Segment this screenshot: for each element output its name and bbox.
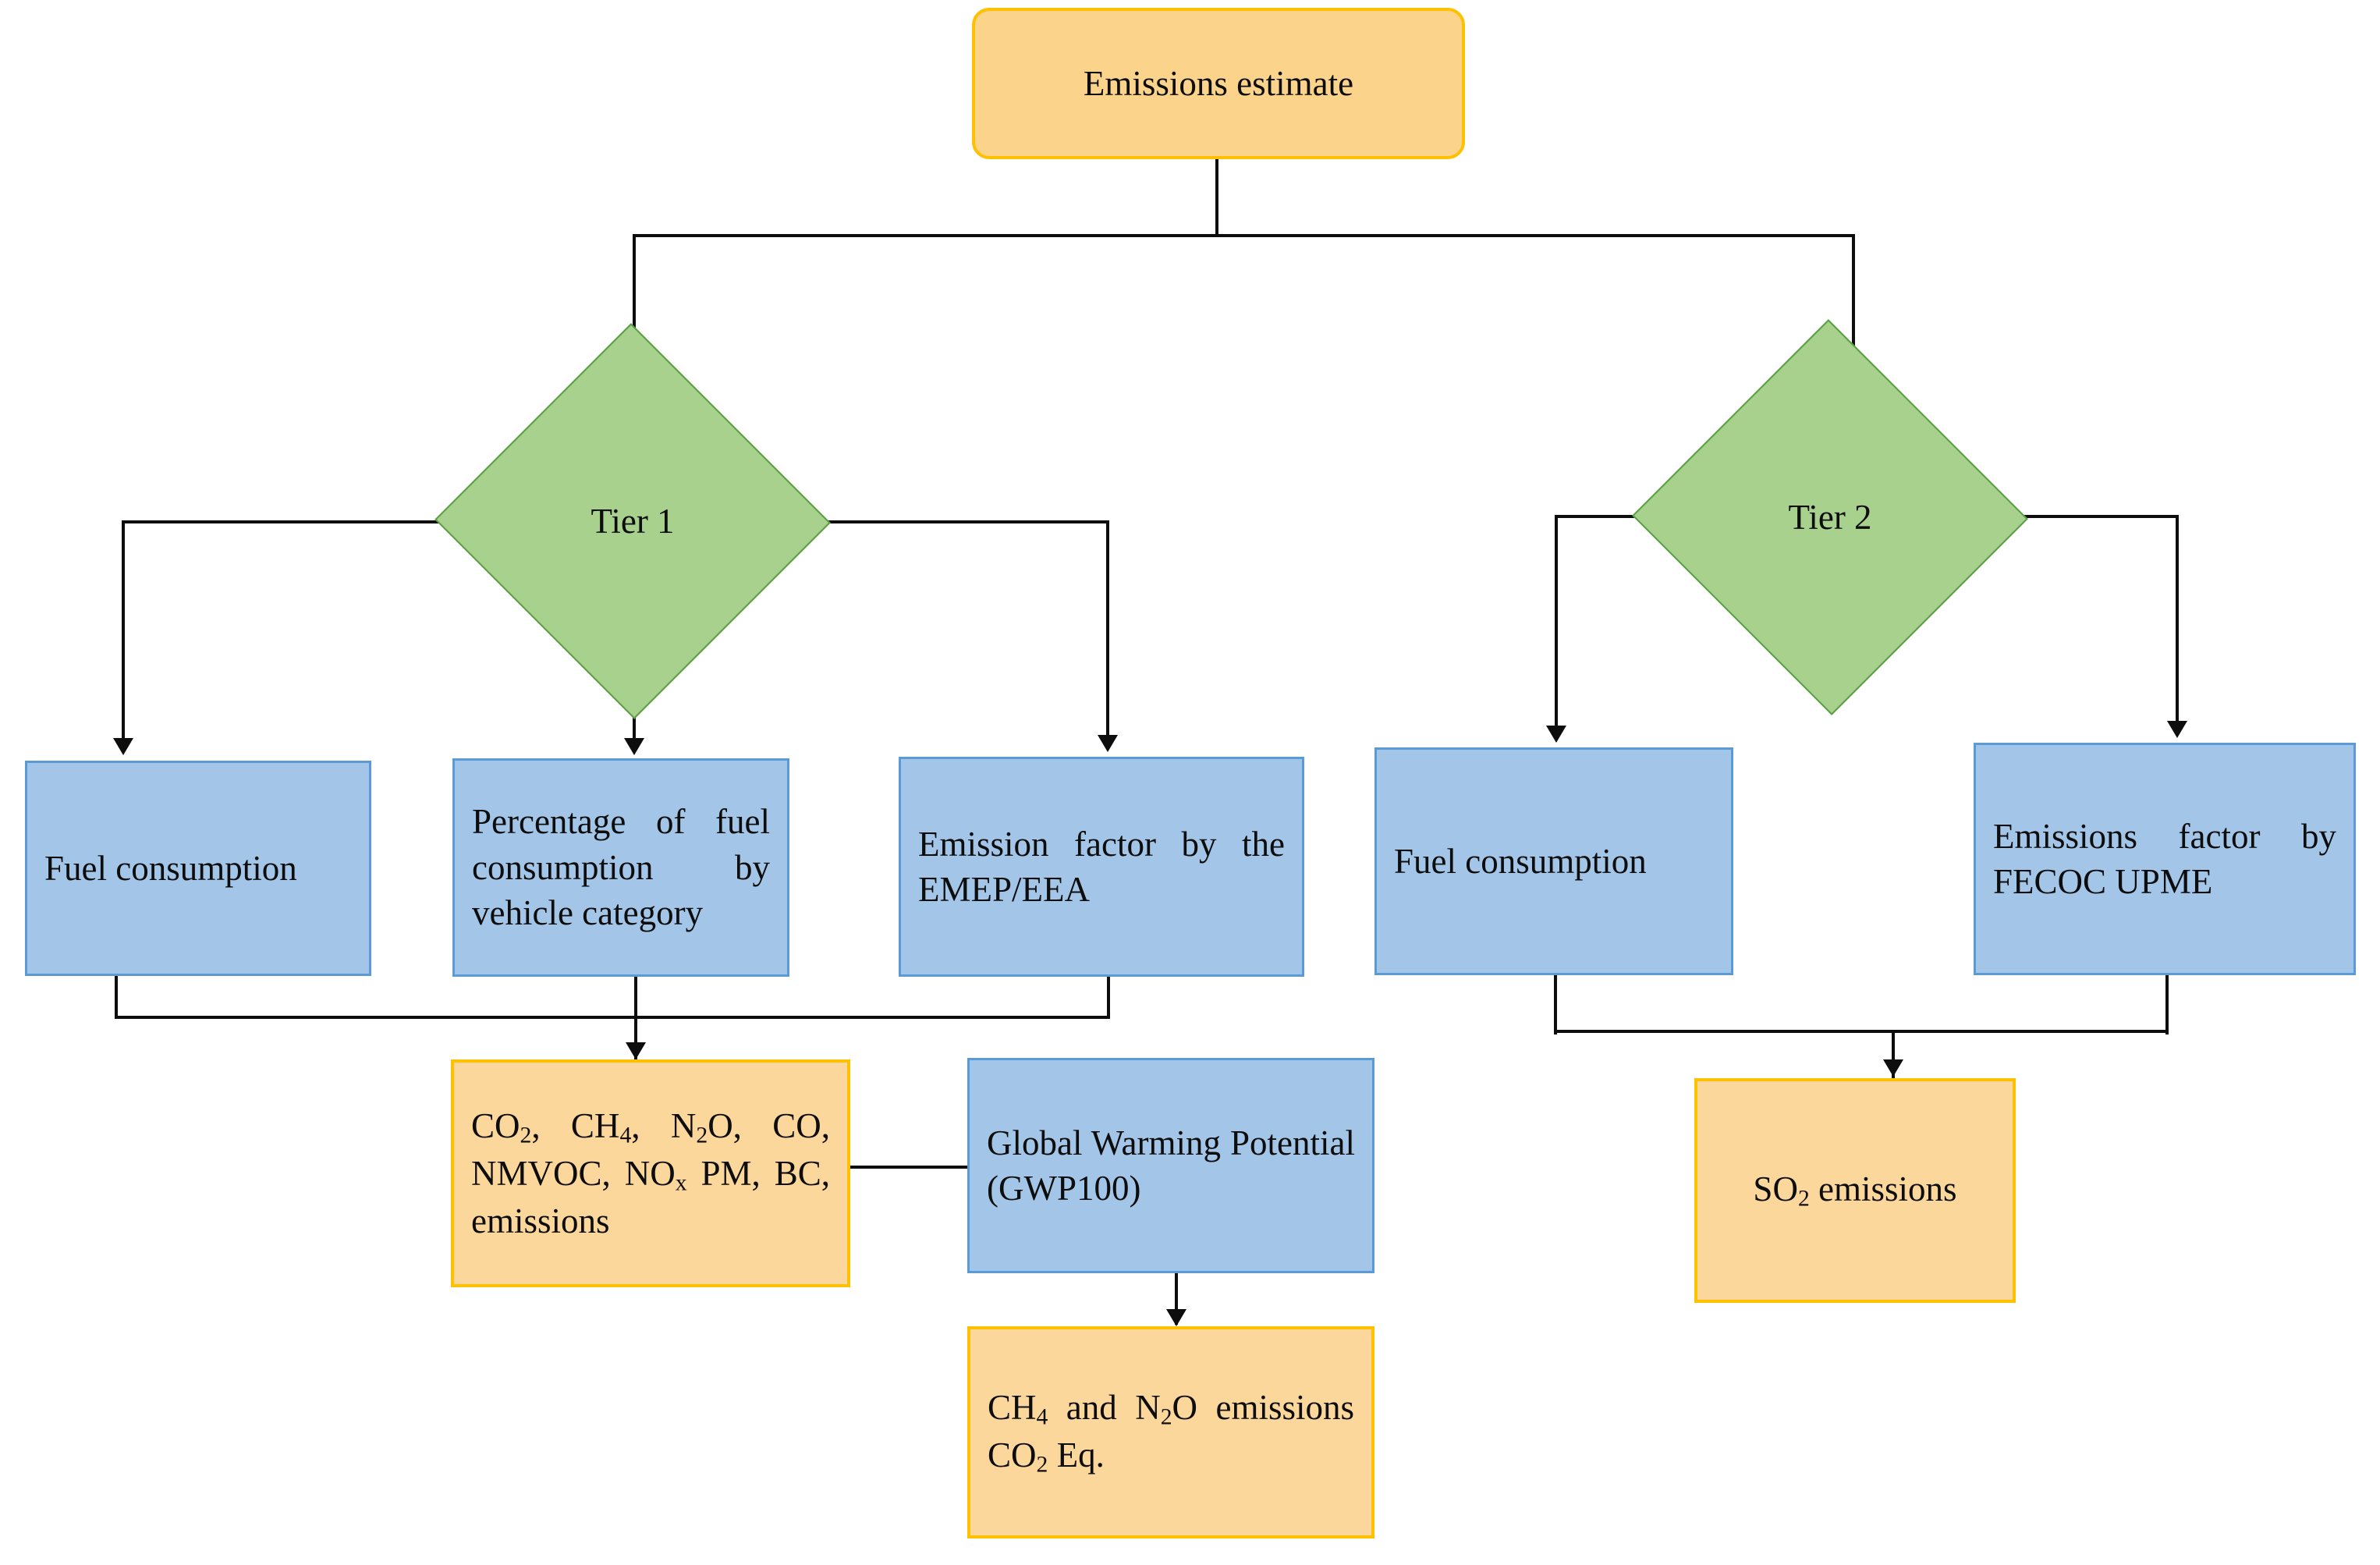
node-tier1-percentage-by-vehicle-category[interactable]: Percentage of fuel consumption by vehicl… — [452, 758, 789, 977]
node-tier-1[interactable]: Tier 1 — [435, 323, 831, 719]
node-tier-2-label: Tier 2 — [1788, 498, 1872, 537]
node-tier1-fuel-consumption-label: Fuel consumption — [44, 848, 297, 888]
edge-tier2-merge-bus — [1554, 1030, 2169, 1033]
arrowhead-tier1-to-fuel — [113, 738, 133, 755]
edge-gwp-to-co2eq — [1175, 1272, 1178, 1325]
edge-t1ef-down — [1107, 974, 1110, 1019]
node-emissions-estimate[interactable]: Emissions estimate — [972, 8, 1465, 159]
node-tier1-emission-factor-emep-eea-label: Emission factor by the EMEP/EEA — [918, 824, 1285, 910]
node-emissions-estimate-label: Emissions estimate — [1083, 63, 1354, 103]
arrowhead-gwp-to-co2eq — [1166, 1309, 1186, 1326]
edge-tier1-right-drop — [1106, 520, 1109, 742]
node-tier2-fuel-consumption[interactable]: Fuel consumption — [1374, 747, 1733, 975]
arrowhead-tier1-to-emission-factor — [1098, 735, 1118, 752]
edge-tier1-left-drop — [122, 520, 125, 745]
arrowhead-tier2-to-emission-factor — [2167, 721, 2187, 738]
node-tier1-fuel-consumption[interactable]: Fuel consumption — [25, 761, 371, 976]
edge-root-stem — [1215, 156, 1218, 237]
node-ch4-n2o-co2-equivalent[interactable]: CH4 and N2O emissions CO2 Eq. — [967, 1326, 1374, 1538]
node-pollutant-emissions-label: CO2, CH4, N2O, CO, NMVOC, NOx PM, BC, em… — [471, 1105, 831, 1240]
node-ch4-n2o-co2-equivalent-label: CH4 and N2O emissions CO2 Eq. — [988, 1387, 1354, 1478]
edge-t1fuel-down — [115, 974, 118, 1019]
edge-pollutants-to-gwp — [849, 1166, 970, 1169]
arrowhead-tier1-to-percentage — [624, 738, 644, 755]
edge-merge-to-so2 — [1892, 1030, 1895, 1078]
node-tier-2[interactable]: Tier 2 — [1632, 319, 2028, 715]
node-tier-1-label: Tier 1 — [591, 502, 675, 541]
node-tier2-emission-factor-fecoc-upme[interactable]: Emissions factor by FECOC UPME — [1974, 743, 2356, 975]
node-so2-emissions[interactable]: SO2 emissions — [1694, 1078, 2016, 1303]
edge-tier2-left-drop — [1555, 515, 1558, 732]
node-tier1-percentage-by-vehicle-category-label: Percentage of fuel consumption by vehicl… — [472, 802, 770, 933]
arrowhead-to-so2 — [1883, 1059, 1903, 1077]
arrowhead-tier2-to-fuel — [1546, 726, 1566, 743]
arrowhead-to-pollutants — [626, 1042, 646, 1059]
edge-tier2-right-drop — [2176, 515, 2179, 727]
edge-merge-to-pollutants — [634, 975, 637, 1059]
node-global-warming-potential-label: Global Warming Potential (GWP100) — [987, 1123, 1355, 1208]
node-pollutant-emissions[interactable]: CO2, CH4, N2O, CO, NMVOC, NOx PM, BC, em… — [451, 1059, 850, 1287]
edge-root-bus — [633, 234, 1855, 237]
node-tier2-fuel-consumption-label: Fuel consumption — [1394, 841, 1647, 881]
node-so2-emissions-label: SO2 emissions — [1753, 1169, 1957, 1212]
node-global-warming-potential[interactable]: Global Warming Potential (GWP100) — [967, 1058, 1374, 1273]
node-tier1-emission-factor-emep-eea[interactable]: Emission factor by the EMEP/EEA — [899, 757, 1304, 977]
edge-root-to-tier2-drop — [1852, 234, 1855, 360]
node-tier2-emission-factor-fecoc-upme-label: Emissions factor by FECOC UPME — [1993, 816, 2336, 902]
edge-root-to-tier1-drop — [633, 234, 636, 360]
edge-t2fuel-down — [1554, 974, 1557, 1034]
edge-tier1-merge-bus — [115, 1016, 1110, 1019]
edge-t2ef-down — [2165, 974, 2169, 1034]
